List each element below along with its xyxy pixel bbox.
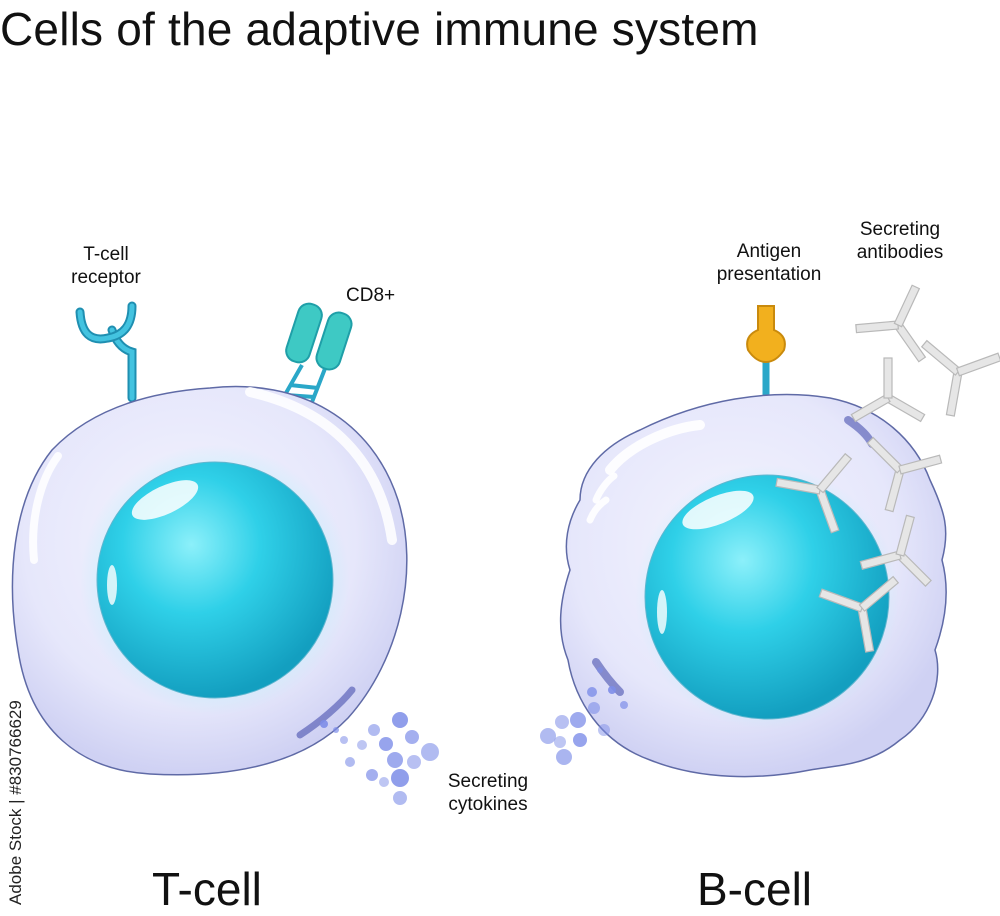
b-cell-caption: B-cell [697, 863, 813, 915]
b-cell-cytokines [540, 667, 628, 765]
tcell-receptor-label-line-1: T-cell [83, 244, 129, 265]
secreting-antibodies-label-line-1: Secreting [859, 219, 941, 240]
t-cell-receptor-graphic [75, 301, 137, 403]
b-cell-nucleus [635, 465, 899, 729]
cd8-graphic [280, 302, 353, 403]
page-title: Cells of the adaptive immune system [0, 3, 759, 55]
secreting-cytokines-label-line-1: Secreting [447, 771, 529, 792]
antigen-presentation-label-line-2: presentation [716, 264, 822, 285]
t-cell-caption: T-cell [152, 863, 262, 915]
secreting-cytokines-label: Secreting cytokines [436, 770, 540, 816]
antigen-presentation-label-line-1: Antigen [736, 241, 802, 262]
stock-credit: Adobe Stock | #830766629 [6, 700, 25, 905]
secreting-antibodies-label-line-2: antibodies [856, 242, 944, 263]
antigen-presentation-label: Antigen presentation [714, 240, 824, 286]
tcell-receptor-label-line-2: receptor [71, 267, 141, 288]
secreted-antibodies [775, 284, 1000, 653]
secreting-antibodies-label: Secreting antibodies [844, 218, 956, 264]
t-cell-cytokines [320, 712, 439, 805]
tcell-receptor-label: T-cell receptor [60, 243, 152, 289]
t-cell-nucleus [80, 445, 350, 715]
cd8-label: CD8+ [346, 285, 396, 306]
secreting-cytokines-label-line-2: cytokines [448, 794, 528, 815]
